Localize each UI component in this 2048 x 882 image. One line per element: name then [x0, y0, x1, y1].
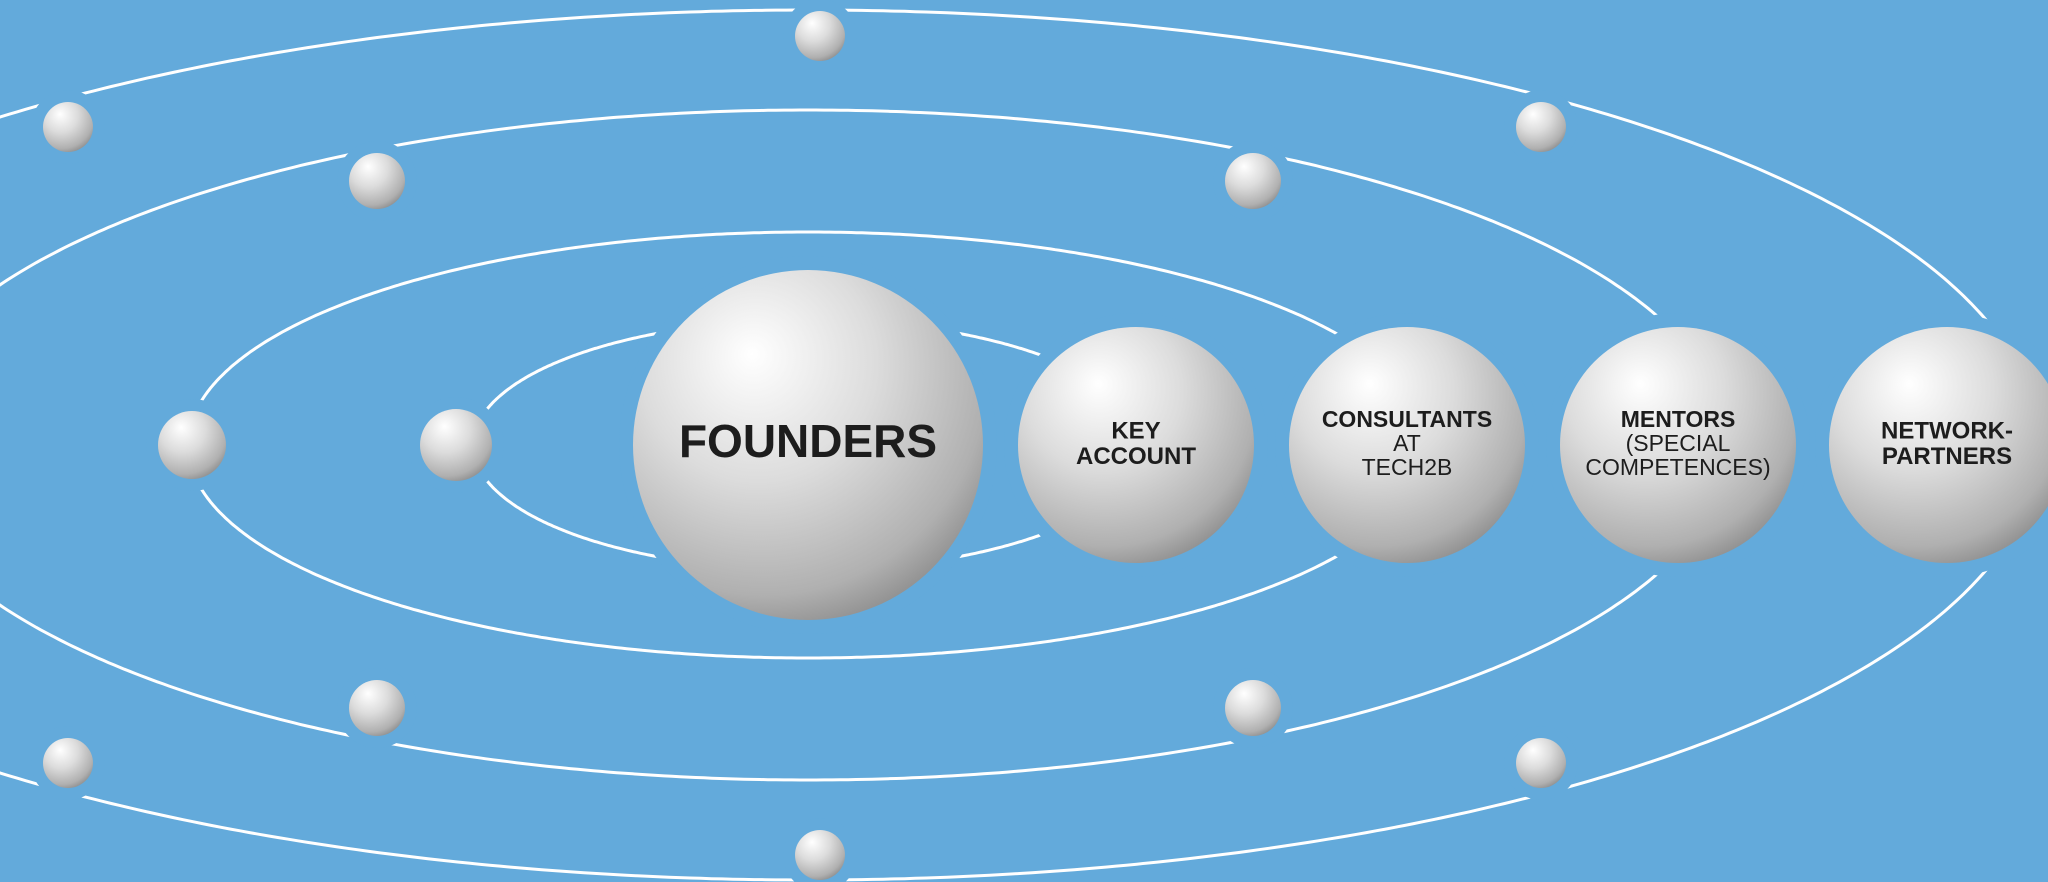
orbit-4-satellite	[1504, 90, 1578, 164]
orbit-4-satellite	[783, 0, 857, 73]
sphere-key-account-label: ACCOUNT	[1076, 443, 1196, 470]
orbit-satellites	[31, 0, 2037, 882]
orbit-lines	[0, 8, 2003, 882]
sphere-founders-label: FOUNDERS	[679, 415, 937, 467]
orbit-1-satellite	[408, 397, 504, 493]
sphere-key-account-label: KEY	[1111, 418, 1160, 445]
sphere-mentors-label: COMPETENCES)	[1585, 454, 1770, 480]
orbit-4-satellite	[31, 90, 105, 164]
orbit-4-satellite	[1504, 726, 1578, 800]
orbit-4-satellite	[31, 726, 105, 800]
orbit-3-satellite	[337, 141, 417, 221]
orbit-2-satellite	[146, 399, 238, 491]
sphere-mentors-label: MENTORS	[1621, 406, 1736, 432]
orbit-3-satellite	[337, 668, 417, 748]
sphere-consultants-label: CONSULTANTS	[1322, 406, 1492, 432]
orbit-4-line	[0, 8, 2003, 882]
orbit-3-line	[0, 108, 1687, 782]
orbit-3-satellite	[1213, 141, 1293, 221]
sphere-consultants-label: AT	[1393, 430, 1421, 456]
orbit-3-satellite	[1213, 668, 1293, 748]
sphere-mentors-label: (SPECIAL	[1626, 430, 1731, 456]
sphere-founders: FOUNDERS	[619, 256, 997, 634]
orbit-2-line	[189, 230, 1365, 660]
orbit-4-satellite	[783, 818, 857, 882]
sphere-consultants-label: TECH2B	[1362, 454, 1453, 480]
sphere-network-partners-label: PARTNERS	[1882, 443, 2012, 470]
sphere-network-partners-label: NETWORK-	[1881, 418, 2013, 445]
sphere-network-partners: NETWORK-PARTNERS	[1815, 313, 2048, 577]
